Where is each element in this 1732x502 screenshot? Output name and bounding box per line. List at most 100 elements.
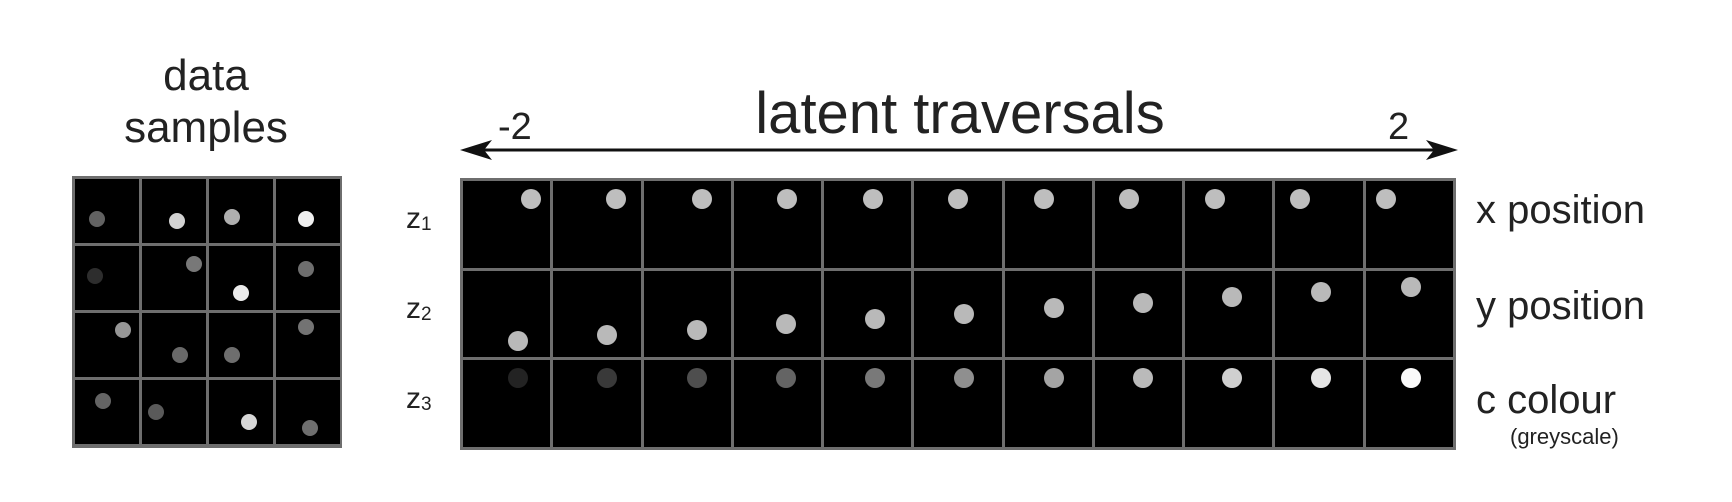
sample-cell	[276, 246, 340, 310]
dot	[521, 189, 541, 209]
traversal-cell	[1365, 270, 1453, 358]
traversal-cell	[1004, 181, 1092, 268]
data-samples-grid	[72, 176, 342, 448]
sample-cell	[209, 380, 273, 444]
range-min-label: -2	[498, 106, 532, 148]
colour-label: c colour	[1476, 378, 1617, 422]
dot	[1290, 189, 1311, 209]
sample-cell	[75, 313, 139, 377]
dot	[115, 322, 131, 338]
range-max-label: 2	[1388, 106, 1410, 148]
dot	[1311, 368, 1332, 389]
dot	[508, 368, 528, 389]
dot	[865, 368, 886, 389]
traversal-cell	[824, 181, 912, 268]
traversal-cell	[463, 270, 551, 358]
dot	[298, 211, 314, 227]
dot	[186, 256, 202, 272]
traversal-cell	[1094, 270, 1183, 358]
sample-cell	[209, 313, 273, 377]
sample-cell	[75, 179, 139, 243]
sample-cell	[209, 246, 273, 310]
dot	[1400, 368, 1421, 389]
traversal-cell	[733, 270, 822, 358]
dot	[606, 189, 627, 209]
dot	[1033, 189, 1054, 209]
data-samples-title-line2: samples	[124, 103, 288, 152]
traversal-cell	[824, 270, 912, 358]
dot	[1132, 292, 1153, 313]
x-position-label: x position	[1476, 188, 1645, 232]
traversal-cell	[1275, 270, 1363, 358]
dot	[87, 268, 103, 284]
dot	[597, 325, 618, 346]
traversal-cell	[553, 360, 641, 447]
dot	[1204, 189, 1225, 209]
dot	[1222, 287, 1243, 308]
dot	[1119, 189, 1140, 209]
dot	[233, 285, 249, 301]
traversal-cell	[1365, 360, 1453, 447]
dot	[298, 261, 314, 277]
y-position-label: y position	[1476, 284, 1645, 328]
sample-cell	[142, 313, 206, 377]
sample-cell	[276, 380, 340, 444]
traversal-cell	[463, 181, 551, 268]
traversal-cell	[1185, 181, 1273, 268]
latent-z2-label: z2	[406, 292, 432, 325]
dot	[89, 211, 105, 227]
greyscale-sublabel: (greyscale)	[1510, 424, 1619, 449]
dot	[302, 420, 318, 436]
dot	[954, 303, 975, 324]
traversal-cell	[1365, 181, 1453, 268]
traversal-cell	[463, 360, 551, 447]
latent-traversal-grid	[460, 178, 1456, 450]
traversal-cell	[643, 270, 731, 358]
traversal-cell	[1004, 270, 1092, 358]
dot	[862, 189, 883, 209]
sample-cell	[142, 246, 206, 310]
sample-cell	[75, 246, 139, 310]
traversal-cell	[914, 360, 1002, 447]
data-samples-title: data samples	[66, 50, 346, 154]
dot	[95, 393, 111, 409]
dot	[298, 319, 314, 335]
traversal-cell	[733, 181, 822, 268]
arrow-head-right	[1426, 140, 1458, 160]
dot	[1400, 276, 1421, 297]
sample-cell	[75, 380, 139, 444]
sample-cell	[209, 179, 273, 243]
sample-cell	[276, 179, 340, 243]
traversal-cell	[1004, 360, 1092, 447]
dot	[948, 189, 969, 209]
traversal-cell	[553, 270, 641, 358]
dot	[508, 330, 528, 351]
arrow-head-left	[460, 140, 492, 160]
traversal-cell	[1094, 360, 1183, 447]
sample-cell	[142, 380, 206, 444]
traversal-cell	[1094, 181, 1183, 268]
latent-z3-label: z3	[406, 382, 432, 415]
dot	[224, 209, 240, 225]
dot	[686, 368, 707, 389]
data-samples-title-line1: data	[163, 51, 249, 100]
dot	[777, 189, 798, 209]
traversal-cell	[553, 181, 641, 268]
latent-traversals-title: latent traversals	[755, 81, 1165, 146]
dot	[865, 309, 886, 330]
dot	[1132, 368, 1153, 389]
dot	[172, 347, 188, 363]
dot	[775, 314, 796, 335]
dot	[1311, 282, 1332, 303]
traversal-cell	[1275, 181, 1363, 268]
dot	[954, 368, 975, 389]
sample-cell	[142, 179, 206, 243]
traversal-cell	[643, 181, 731, 268]
dot	[148, 404, 164, 420]
double-arrow	[460, 140, 1458, 160]
traversal-cell	[914, 270, 1002, 358]
dot	[169, 213, 185, 229]
traversal-cell	[914, 181, 1002, 268]
dot	[241, 414, 257, 430]
dot	[1043, 368, 1064, 389]
